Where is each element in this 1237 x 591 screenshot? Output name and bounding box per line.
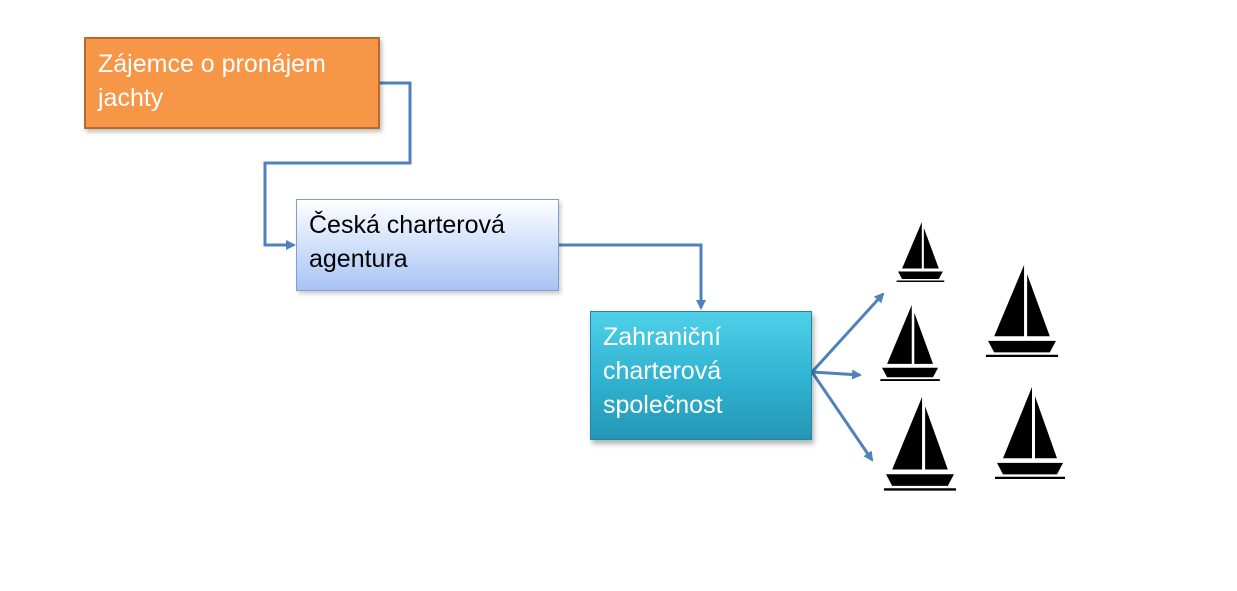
yacht-icon [879, 304, 941, 382]
node-agency-label: Česká charterová agentura [309, 211, 505, 273]
yacht-icon [882, 395, 958, 491]
connector-company-to-yacht-middle [811, 369, 862, 380]
connector-client-to-agency [263, 81, 412, 250]
node-client: Zájemce o pronájem jachty [84, 37, 380, 129]
connector-company-to-yacht-bottom [810, 371, 874, 462]
yacht-icon [895, 221, 945, 282]
node-client-label: Zájemce o pronájem jachty [98, 50, 326, 112]
connector-agency-to-company [559, 243, 706, 310]
connector-company-to-yacht-top [810, 292, 885, 374]
node-company: Zahraniční charterová společnost [590, 311, 812, 440]
yacht-icon [984, 263, 1060, 358]
node-agency: Česká charterová agentura [296, 199, 559, 291]
node-company-label: Zahraniční charterová společnost [603, 323, 723, 419]
yacht-icon [993, 385, 1067, 480]
